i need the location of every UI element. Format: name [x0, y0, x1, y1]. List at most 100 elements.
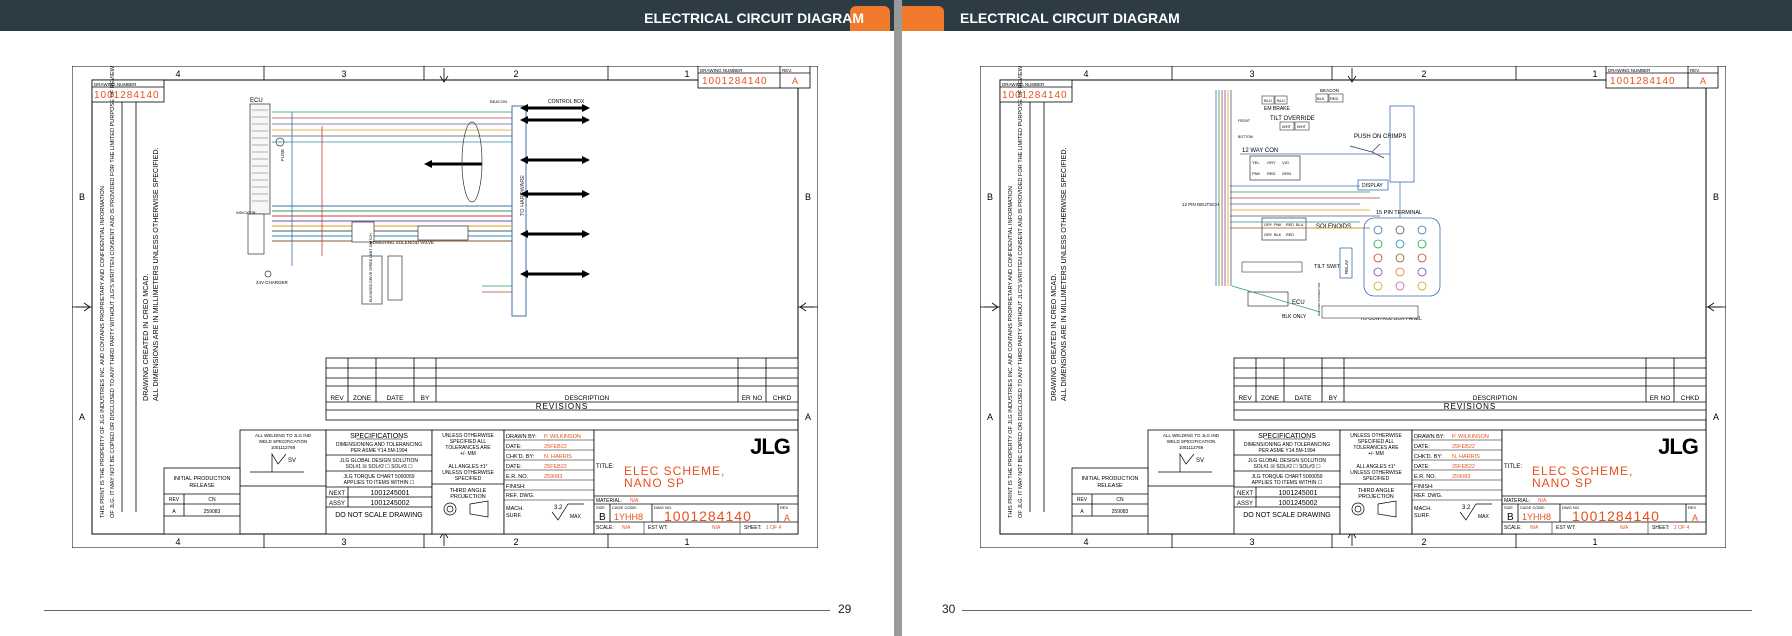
wire-tag	[1328, 93, 1344, 103]
spec-assy-label: ASSY	[329, 501, 345, 507]
projection-symbol	[1377, 500, 1397, 518]
ecu-block	[1247, 291, 1289, 307]
rev-value: A	[784, 513, 790, 523]
terminal-pin	[1373, 239, 1383, 249]
speed-switch-pins	[387, 255, 403, 301]
release-text: INITIAL PRODUCTION	[174, 476, 231, 482]
spec-next-label: NEXT	[1237, 491, 1253, 497]
drawing-number-label: DRAWING NUMBER	[1608, 68, 1651, 73]
drawn-label: E.R. NO.	[1414, 474, 1436, 480]
arrowhead	[424, 160, 432, 168]
lowering-valve-label: LOWERING SOLENOID VALVE	[370, 240, 434, 245]
terminal-block	[1363, 217, 1441, 297]
fuse-label: FUSE	[280, 149, 285, 161]
arrowhead	[520, 230, 528, 238]
drawn-value: 25FEB22	[1452, 464, 1475, 470]
tolerance-text: UNLESS OTHERWISE	[442, 433, 494, 439]
revisions-column: ZONE	[1261, 395, 1280, 402]
tolerance-text: UNLESS OTHERWISE	[1350, 470, 1402, 476]
revisions-column: DESCRIPTION	[565, 395, 610, 402]
rev-label: REV	[1688, 505, 1697, 510]
finish-label: FINISH:	[506, 484, 526, 490]
welding-text: ALL WELDING TO JLG IND	[255, 433, 312, 438]
drawn-label: DRAWN BY:	[506, 434, 537, 440]
title-line: ELEC SCHEME,	[1532, 464, 1633, 478]
control-box-label: CONTROL BOX	[548, 99, 585, 105]
push-on-crimps-label: PUSH ON CRIMPS	[1354, 134, 1406, 140]
rev-label: REV.	[782, 68, 792, 73]
page-number: 29	[838, 602, 852, 616]
drawing-number-value: 1001284140	[1610, 76, 1676, 87]
terminal-pin	[1417, 225, 1427, 235]
way-con-block	[1249, 155, 1301, 181]
roughness-value: 3.2	[554, 505, 563, 511]
zone-label: B	[805, 192, 811, 202]
spec-text: DIMENSIONING AND TOLERANCING	[336, 442, 422, 448]
arrowhead	[582, 190, 590, 198]
terminal-pin	[1395, 281, 1405, 291]
page-number: 30	[942, 602, 956, 616]
arrowhead	[582, 104, 590, 112]
mach-label: MACH.	[506, 506, 524, 512]
release-block	[1071, 467, 1149, 535]
wire-tag-text: RED	[1286, 233, 1294, 237]
tolerance-text: +/- MM	[460, 451, 476, 457]
creo-note: DRAWING CREATED IN CREO MCAD.	[141, 274, 150, 401]
wire	[1231, 285, 1321, 313]
blk-only-label: BLK ONLY	[1282, 314, 1307, 320]
surface-symbol	[1459, 503, 1492, 521]
indicator-block	[247, 213, 265, 255]
wire-tag	[1279, 121, 1295, 131]
ground-connector-label: GROUND CONNECTOR	[1317, 282, 1321, 316]
title-line: NANO SP	[1532, 476, 1593, 490]
wire-tag-text: BLU	[1277, 98, 1285, 103]
do-not-scale: DO NOT SCALE DRAWING	[1243, 512, 1331, 519]
zone-label: 3	[1249, 537, 1254, 547]
footer-rule	[962, 610, 1752, 611]
cage-label: CAGE CODE:	[612, 505, 637, 510]
zone-label: 2	[513, 537, 518, 547]
dwg-value: 1001284140	[1572, 508, 1660, 524]
connector-block	[417, 225, 469, 241]
mach-label: MACH.	[1414, 506, 1432, 512]
center-mark	[984, 302, 999, 312]
sheet-label: SHEET:	[1652, 525, 1670, 531]
drawn-value: P. WILKINSON	[1452, 434, 1489, 440]
welding-text: 1001112769	[271, 445, 296, 450]
material-label: MATERIAL:	[596, 498, 622, 504]
zone-label: 4	[175, 69, 180, 79]
spec-text: PER ASME Y14.5M-1994	[1259, 448, 1316, 454]
spec-text: SOL#1 ☒ SOL#2 ☐ SOL#3 ☐	[1253, 464, 1321, 470]
release-rev: A	[1080, 509, 1084, 515]
crimp-symbol	[1349, 143, 1385, 159]
drawn-value: 259083	[1452, 474, 1470, 480]
wire-tag-text: BLU	[1296, 223, 1304, 227]
arrowhead	[582, 230, 590, 238]
tilt-switch-block	[1241, 261, 1303, 273]
arrowhead	[520, 270, 528, 278]
scale-value: N/A	[622, 525, 631, 531]
spec-assy-label: ASSY	[1237, 501, 1253, 507]
dwg-label: DWG NO.	[654, 505, 672, 510]
relay-label: RELAY	[1344, 260, 1349, 274]
panel-connector	[1321, 305, 1419, 319]
surf-label: SURF.	[1414, 513, 1430, 519]
terminal-label: 15 PIN TERMINAL	[1376, 210, 1422, 216]
connector-block	[351, 221, 375, 243]
zone-label: 3	[341, 69, 346, 79]
center-mark	[76, 302, 91, 312]
revisions-column: ZONE	[353, 395, 372, 402]
wt-value: N/A	[712, 525, 721, 531]
zone-label: 1	[684, 69, 689, 79]
title-block	[1501, 429, 1707, 535]
tilt-override-label: TILT OVERRIDE	[1270, 116, 1315, 122]
welding-text: WELD SPECIFICATION	[259, 439, 307, 444]
zone-label: 3	[1249, 69, 1254, 79]
zone-label: B	[987, 192, 993, 202]
speed-switch-label: ELEVATED DRIVE SPEED LIMIT SWITCH	[369, 233, 373, 302]
zone-label: 1	[1592, 537, 1597, 547]
jlg-logo: JLG	[750, 434, 790, 459]
header-accent-tab	[902, 6, 944, 31]
front-label: FRONT	[1238, 119, 1251, 123]
